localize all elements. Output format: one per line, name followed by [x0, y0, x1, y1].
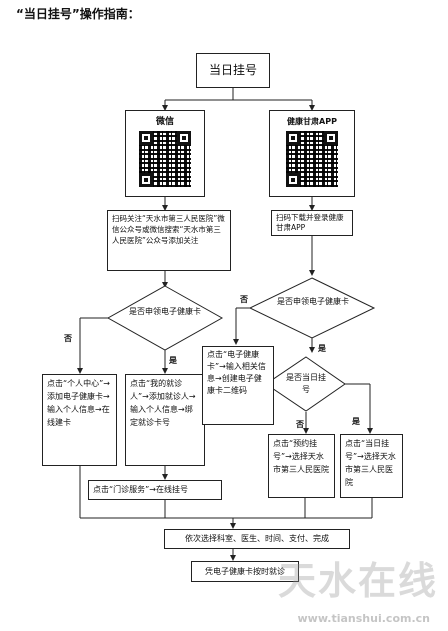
- my-patient-box: 点击“我的就诊人”→添加就诊人→输入个人信息→绑定就诊卡号: [125, 374, 205, 466]
- wechat-qr-code-icon: [139, 131, 191, 187]
- final-visit-box: 凭电子健康卡按时就诊: [191, 561, 299, 582]
- label-yes-right: 是: [318, 344, 326, 353]
- diamond-left-shape: [106, 285, 224, 351]
- wechat-step-box: 扫码关注“天水市第三人民医院”微信公众号或微信搜索“天水市第三人民医院”公众号添…: [107, 210, 231, 271]
- app-card-box: 点击“电子健康卡”→输入相关信息→创建电子健康卡二维码: [202, 346, 274, 425]
- app-label: 健康甘肃APP: [287, 117, 337, 126]
- diamond-right-text: 是否申领电子健康卡: [277, 297, 349, 306]
- watermark-url: www.tianshui.com.cn: [297, 612, 430, 625]
- select-steps-box: 依次选择科室、医生、时间、支付、完成: [164, 529, 350, 549]
- diamond-left-text: 是否申领电子健康卡: [129, 307, 201, 316]
- label-yes-left: 是: [169, 356, 177, 365]
- label-yes-today: 是: [352, 417, 360, 426]
- label-no-left: 否: [64, 334, 72, 343]
- label-no-today: 否: [296, 420, 304, 429]
- watermark-logo: 天水在线: [277, 559, 438, 603]
- page-title: “当日挂号”操作指南：: [16, 7, 140, 21]
- diamond-today-shape: [265, 356, 346, 412]
- today-registration-box: 点击“当日挂号”→选择天水市第三人民医院: [340, 434, 403, 498]
- wechat-qr-box: 微信: [125, 110, 205, 197]
- diamond-right-shape: [248, 277, 376, 339]
- personal-center-box: 点击“个人中心”→添加电子健康卡→输入个人信息→在线建卡: [42, 374, 117, 466]
- root-node: 当日挂号: [196, 53, 270, 88]
- app-qr-code-icon: [286, 131, 338, 187]
- diamond-today-text: 是否当日挂号: [286, 373, 326, 394]
- appointment-box: 点击“预约挂号”→选择天水市第三人民医院: [268, 434, 335, 498]
- wechat-label: 微信: [155, 117, 174, 127]
- outpatient-service-box: 点击“门诊服务”→在线挂号: [88, 480, 222, 500]
- app-step-box: 扫码下载并登录健康甘肃APP: [271, 210, 353, 236]
- app-qr-box: 健康甘肃APP: [269, 110, 355, 197]
- label-no-right: 否: [240, 295, 248, 304]
